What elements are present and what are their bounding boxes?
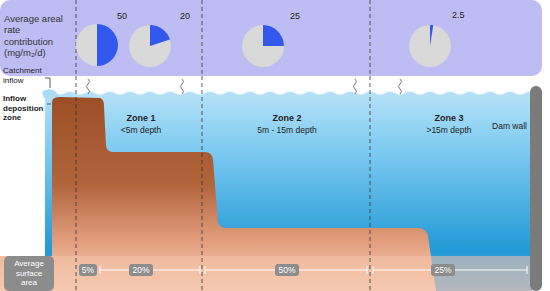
bottom-ground [0,256,532,291]
zone-dividers [76,76,370,291]
deposition-label: Inflow deposition zone [3,94,47,123]
percent-tag: 25% [431,264,454,276]
percent-tag: 20% [129,264,152,276]
leader-lines [45,78,51,104]
percent-tag: 5% [79,264,97,276]
pie-value: 2.5 [452,10,465,21]
dam-label: Dam wall [492,121,527,131]
dam-wall [530,86,542,291]
zone-depth: <5m depth [121,125,161,135]
zone-depth: 5m - 15m depth [257,125,317,135]
zone-title: Zone 3 [434,113,463,124]
node-text: 50% [278,265,295,275]
zone-title: Zone 1 [126,113,155,124]
node-text: 5% [82,265,94,275]
node-text: Average areal rate contribution (mg/m₂/d… [4,13,68,59]
node-text: Average surface area [7,259,51,288]
percent-tag: 50% [275,264,298,276]
dimension-lines [100,266,527,274]
inflow-label: Catchment inflow [3,66,45,85]
node-text: 20% [132,265,149,275]
zone-title: Zone 2 [272,113,301,124]
release-squiggles [87,79,402,94]
node-text: 25% [434,265,451,275]
surface-area-tag: Average surface area [4,256,54,291]
zone-depth: >15m depth [426,125,471,135]
pie-value: 25 [290,11,300,22]
catchment-inflow-water [42,89,60,98]
pie-value: 50 [117,11,127,22]
pie-value: 20 [180,11,190,22]
